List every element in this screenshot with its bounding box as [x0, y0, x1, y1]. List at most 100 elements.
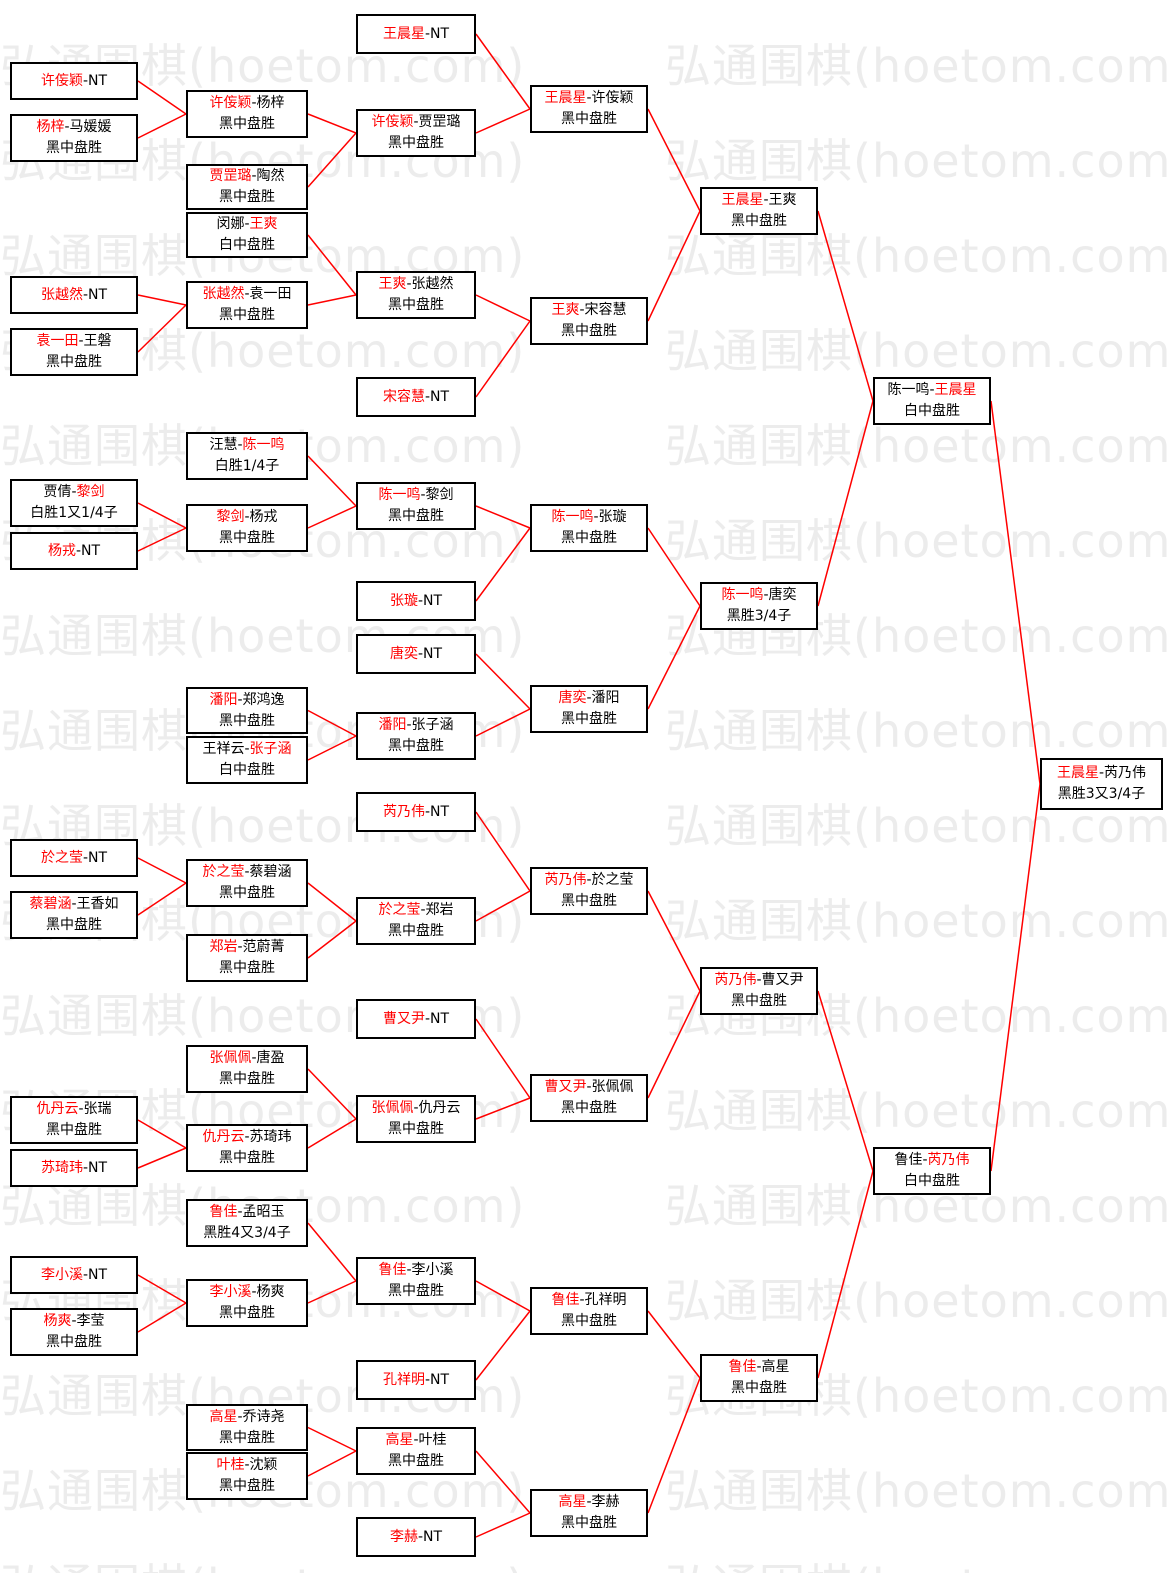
winner-name: 鲁佳 [728, 1359, 757, 1375]
player-name: -NT [424, 803, 450, 820]
bracket-line [137, 502, 187, 529]
bracket-line [137, 113, 187, 139]
winner-name: 袁一田 [36, 333, 79, 349]
player-name: 鲁佳- [894, 1152, 928, 1168]
winner-name: 杨爽 [43, 1313, 72, 1329]
player-name: -沈颖 [244, 1457, 278, 1473]
match-box-c1b12: 杨爽-李莹黑中盘胜 [10, 1308, 138, 1356]
bracket-line [475, 505, 531, 529]
winner-name: 杨梓 [36, 119, 65, 135]
match-result: 黑中盘胜 [388, 135, 444, 151]
match-result: 黑中盘胜 [388, 738, 444, 754]
match-box-c2b8: 王祥云-张子涵白中盘胜 [186, 736, 308, 784]
bracket-line [307, 882, 357, 922]
winner-name: 仇丹云 [36, 1101, 79, 1117]
match-players: 李小溪-NT [41, 1265, 107, 1286]
bracket-line [307, 1118, 357, 1149]
match-box-c3b9: 芮乃伟-NT [356, 792, 476, 832]
player-name: -NT [417, 645, 443, 662]
match-result: 白中盘胜 [904, 403, 960, 419]
match-box-c2b15: 高星-乔诗尧黑中盘胜 [186, 1404, 308, 1451]
player-name: -NT [82, 72, 108, 89]
winner-name: 王晨星 [544, 90, 587, 106]
bracket-line [817, 210, 874, 402]
winner-name: 於之莹 [378, 902, 421, 918]
player-name: -曹又尹 [756, 972, 804, 988]
player-name: 陈一鸣- [887, 382, 935, 398]
bracket-line [475, 1450, 531, 1514]
match-players: 仇丹云-张瑞 [36, 1099, 111, 1120]
match-result: 黑中盘胜 [219, 960, 275, 976]
match-box-c7b1: 王晨星-芮乃伟黑胜3又3/4子 [1040, 758, 1163, 810]
match-result: 黑中盘胜 [219, 530, 275, 546]
match-box-c3b4: 宋容慧-NT [356, 377, 476, 417]
player-name: -NT [417, 1528, 443, 1545]
player-name: -李小溪 [406, 1262, 454, 1278]
winner-name: 叶桂 [216, 1457, 245, 1473]
watermark-text: 弘通围棋(hoetom.com) [665, 324, 1175, 378]
player-name: -王香如 [71, 896, 119, 912]
winner-name: 许侫颖 [371, 114, 414, 130]
bracket-line [137, 1119, 187, 1149]
winner-name: 芮乃伟 [382, 803, 425, 820]
match-players: 许侫颖-贾罡璐 [371, 112, 460, 133]
player-name: -唐奕 [763, 587, 797, 603]
match-players: 鲁佳-李小溪 [378, 1260, 453, 1281]
match-box-c6b2: 鲁佳-芮乃伟白中盘胜 [873, 1147, 991, 1195]
match-result: 黑中盘胜 [388, 508, 444, 524]
match-players: 张佩佩-唐盈 [209, 1048, 284, 1069]
match-result: 黑胜3/4子 [726, 608, 792, 624]
winner-name: 张越然 [202, 286, 245, 302]
match-result: 黑中盘胜 [46, 354, 102, 370]
match-players: 汪慧-陈一鸣 [209, 435, 284, 456]
winner-name: 郑岩 [209, 939, 238, 955]
match-players: 张佩佩-仇丹云 [371, 1098, 460, 1119]
match-players: 许侫颖-杨梓 [209, 93, 284, 114]
winner-name: 高星 [558, 1494, 587, 1510]
match-box-c4b8: 高星-李赫黑中盘胜 [530, 1489, 648, 1537]
match-box-c5b2: 陈一鸣-唐奕黑胜3/4子 [700, 582, 818, 630]
match-box-c3b16: 李赫-NT [356, 1517, 476, 1557]
match-result: 黑中盘胜 [219, 1150, 275, 1166]
winner-name: 李赫 [389, 1528, 418, 1545]
player-name: -杨爽 [251, 1284, 285, 1300]
winner-name: 唐奕 [558, 690, 587, 706]
match-result: 黑中盘胜 [561, 111, 617, 127]
match-players: 叶桂-沈颖 [216, 1455, 277, 1476]
match-result: 黑中盘胜 [388, 1121, 444, 1137]
player-name: -孟昭玉 [237, 1204, 285, 1220]
match-box-c1b7: 於之莹-NT [10, 839, 138, 877]
bracket-line [137, 80, 187, 115]
bracket-line [990, 400, 1041, 785]
bracket-line [307, 294, 357, 306]
winner-name: 陈一鸣 [721, 587, 764, 603]
match-players: 郑岩-范蔚菁 [209, 937, 284, 958]
winner-name: 张佩佩 [371, 1100, 414, 1116]
match-players: 鲁佳-孔祥明 [551, 1290, 626, 1311]
match-players: 杨戎-NT [48, 541, 100, 562]
match-result: 黑中盘胜 [219, 1305, 275, 1321]
match-players: 黎剑-杨戎 [216, 507, 277, 528]
player-name: -芮乃伟 [1098, 765, 1147, 781]
player-name: -张璇 [593, 509, 627, 525]
watermark-text: 弘通围棋(hoetom.com) [665, 1550, 1175, 1573]
match-result: 黑中盘胜 [731, 993, 787, 1009]
player-name: 贾倩- [43, 484, 77, 500]
match-players: 潘阳-张子涵 [378, 715, 453, 736]
match-players: 曹又尹-张佩佩 [544, 1077, 633, 1098]
winner-name: 孔祥明 [382, 1371, 425, 1388]
winner-name: 高星 [209, 1408, 238, 1425]
bracket-line [475, 108, 531, 134]
player-name: -高星 [756, 1359, 790, 1375]
bracket-line [307, 1450, 357, 1477]
bracket-line [307, 505, 357, 529]
match-box-c1b10: 苏琦玮-NT [10, 1149, 138, 1187]
bracket-line [475, 1310, 531, 1381]
match-box-c1b5: 贾倩-黎剑白胜1又1/4子 [10, 479, 138, 527]
match-box-c3b7: 唐奕-NT [356, 634, 476, 674]
bracket-line [475, 653, 531, 710]
player-name: -黎剑 [420, 487, 454, 503]
match-players: 鲁佳-孟昭玉 [209, 1202, 284, 1223]
match-result: 黑中盘胜 [219, 116, 275, 132]
player-name: -杨梓 [251, 95, 285, 111]
